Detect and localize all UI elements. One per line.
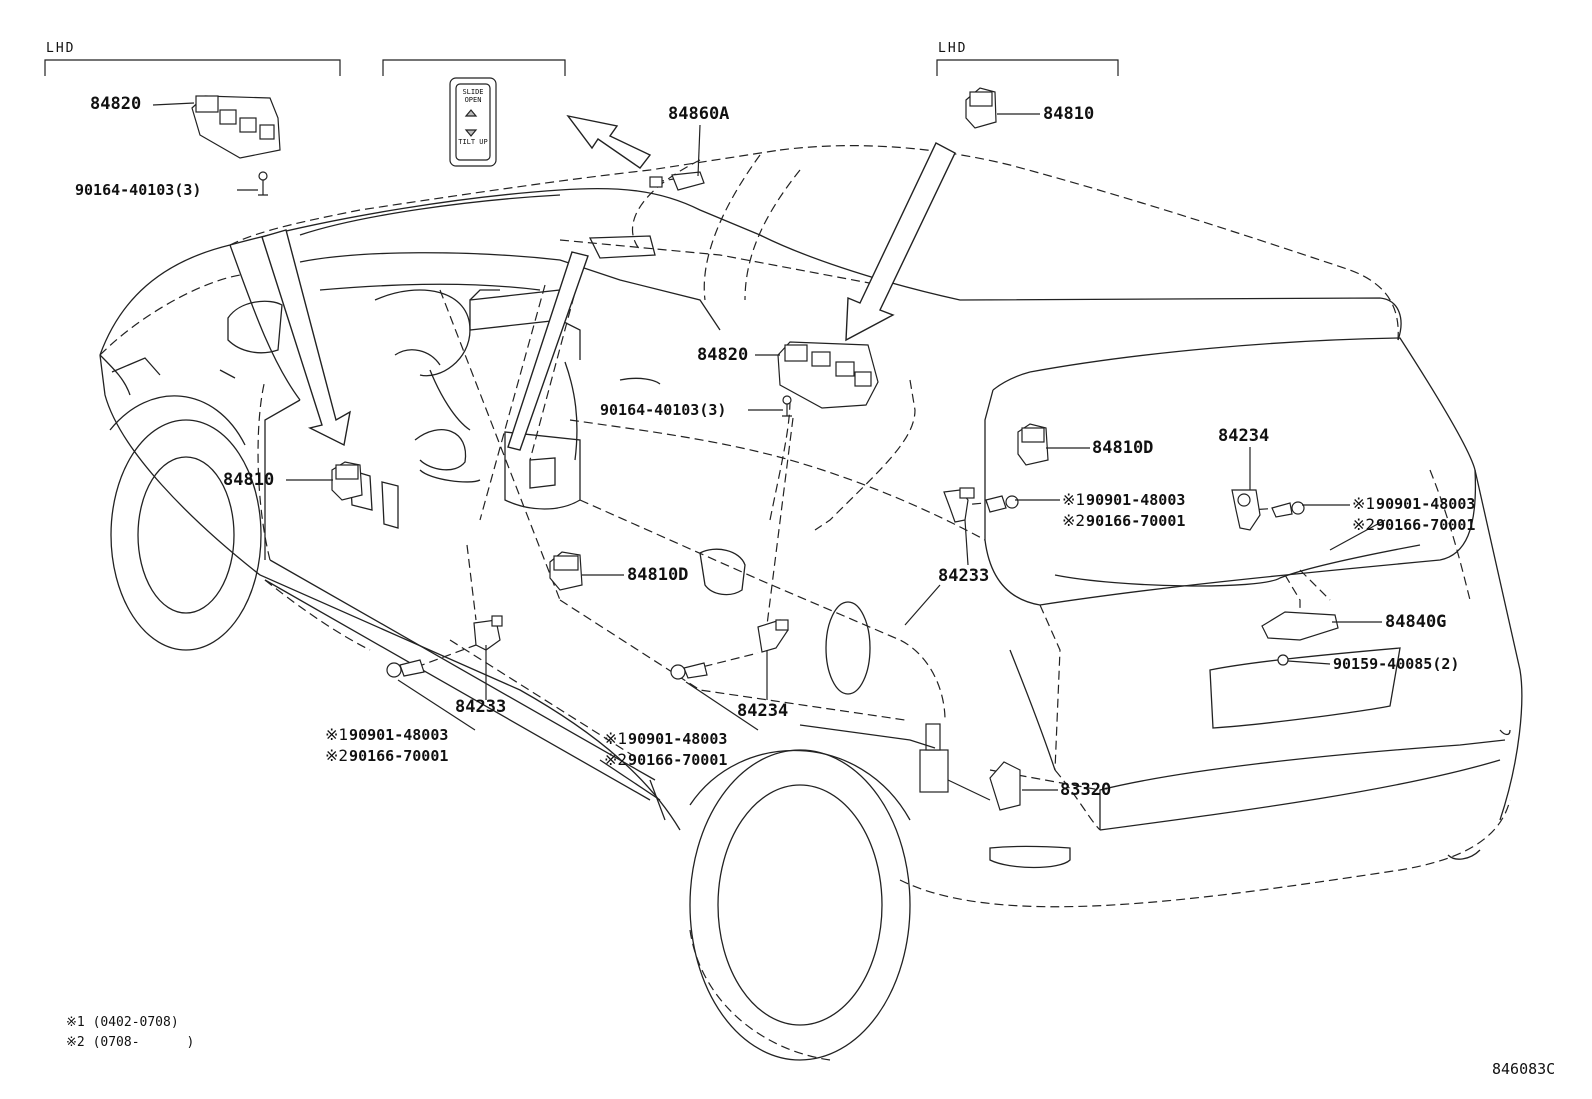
part-label-bolt-rr1[interactable]: ※190901-48003	[1352, 494, 1476, 513]
part-label-84860A[interactable]: 84860A	[668, 104, 730, 124]
part-84810-top	[965, 87, 997, 129]
part-84810D-mid	[549, 551, 583, 591]
footnote-1: ※1 (0402-0708)	[66, 1015, 179, 1030]
part-label-84820-mid[interactable]: 84820	[697, 345, 749, 365]
part-label-84810D-mid[interactable]: 84810D	[627, 565, 689, 585]
header-brackets	[44, 59, 1119, 76]
part-84233-left	[473, 615, 503, 651]
part-label-84233-right[interactable]: 84233	[938, 566, 990, 586]
leader-lines	[152, 102, 1386, 791]
part-84810-left	[331, 461, 363, 501]
phantom-lines	[99, 145, 1511, 1061]
lhd-label-right: LHD	[938, 41, 968, 56]
part-83320	[919, 723, 1021, 811]
part-label-84810-top[interactable]: 84810	[1043, 104, 1095, 124]
part-label-bolt-rr2[interactable]: ※290166-70001	[1352, 515, 1476, 534]
part-84820-top	[191, 95, 281, 196]
part-84840G	[1261, 611, 1339, 666]
part-label-84820-top[interactable]: 84820	[90, 94, 142, 114]
part-label-84234-right[interactable]: 84234	[1218, 426, 1270, 446]
part-label-84810D-right[interactable]: 84810D	[1092, 438, 1154, 458]
part-label-bolt-l2[interactable]: ※290166-70001	[325, 746, 449, 765]
part-label-bolt-m2[interactable]: ※290166-70001	[604, 750, 728, 769]
part-84234-right	[1231, 489, 1261, 531]
part-label-screw-mid[interactable]: 90164-40103(3)	[600, 401, 727, 419]
part-label-84234-mid[interactable]: 84234	[737, 701, 789, 721]
part-label-84810-left[interactable]: 84810	[223, 470, 275, 490]
part-label-screw-top[interactable]: 90164-40103(3)	[75, 181, 202, 199]
part-label-83320[interactable]: 83320	[1060, 780, 1112, 800]
drawing-id: 846083C	[1492, 1060, 1556, 1078]
bolts	[386, 495, 1305, 680]
part-label-bolt-r2[interactable]: ※290166-70001	[1062, 511, 1186, 530]
part-84810D-right	[1017, 423, 1049, 466]
view-arrows	[261, 114, 956, 451]
part-label-bolt-m1[interactable]: ※190901-48003	[604, 729, 728, 748]
tilt-up-text: TILT UP	[458, 138, 488, 146]
part-label-bolt-r1[interactable]: ※190901-48003	[1062, 490, 1186, 509]
slide-open-text: SLIDE OPEN	[462, 88, 484, 104]
part-label-bolt-l1[interactable]: ※190901-48003	[325, 725, 449, 744]
footnote-2: ※2 (0708- )	[66, 1035, 195, 1050]
part-label-screw-84840G[interactable]: 90159-40085(2)	[1333, 655, 1460, 673]
part-84820-mid	[777, 341, 879, 417]
part-label-84233-left[interactable]: 84233	[455, 697, 507, 717]
part-84234-mid	[757, 619, 789, 653]
lhd-label-left: LHD	[46, 41, 76, 56]
sunroof-switch-inset	[449, 77, 497, 167]
part-84860A	[649, 171, 705, 191]
part-label-84840G[interactable]: 84840G	[1385, 612, 1447, 632]
part-84233-right	[943, 487, 975, 523]
